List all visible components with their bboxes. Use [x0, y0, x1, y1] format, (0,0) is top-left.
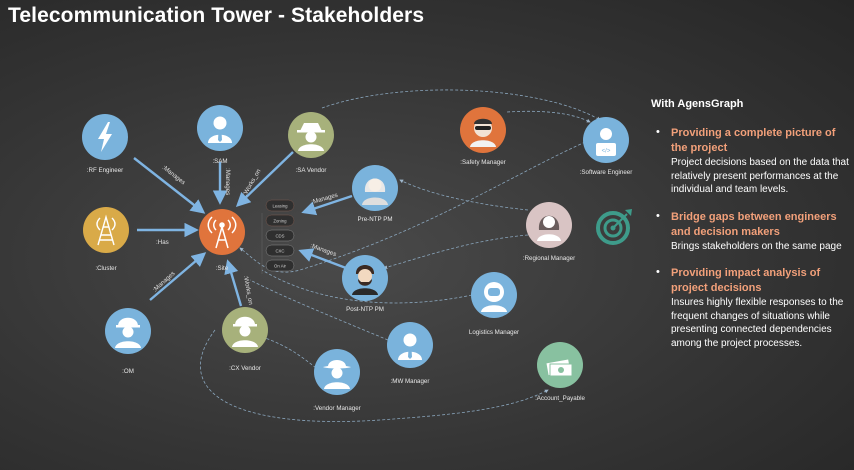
- benefit-title: Providing impact analysis of project dec…: [671, 267, 821, 294]
- svg-text:CDS: CDS: [275, 234, 284, 239]
- antenna-icon: [207, 216, 237, 249]
- svg-text:Leasing: Leasing: [272, 204, 288, 209]
- curve-regional-postntp: [383, 234, 529, 270]
- bullet: •: [656, 209, 660, 222]
- benefit-body: Brings stakeholders on the same page: [671, 240, 842, 252]
- relationship-curves: [199, 89, 601, 422]
- worker-icon: [115, 317, 141, 348]
- relationship-arrows: [133, 151, 353, 307]
- svg-text:CXC: CXC: [275, 249, 284, 254]
- spy-icon: [297, 123, 325, 151]
- status-cds: CDS: [265, 229, 295, 242]
- astronaut-icon: [481, 282, 507, 312]
- benefit-item: • Providing a complete picture of the pr…: [651, 126, 851, 197]
- node-account-payable[interactable]: :Account_Payable: [535, 342, 585, 402]
- svg-text:</>: </>: [602, 149, 611, 155]
- status-on-air: On Air: [265, 259, 295, 272]
- svg-text::Site: :Site: [216, 265, 229, 272]
- node-pre-ntp-pm[interactable]: Pre-NTP PM: [352, 165, 398, 223]
- edge-label-cxvendor: :Works_on: [242, 275, 254, 306]
- svg-text::Vendor Manager: :Vendor Manager: [313, 405, 360, 412]
- worker-icon: [232, 316, 258, 347]
- arrow-cxvendor-site: [224, 259, 243, 307]
- node-mw-manager[interactable]: :MW Manager: [387, 322, 433, 385]
- node-rf-engineer[interactable]: :RF Engineer: [82, 114, 128, 174]
- arrow-prentp-site: [301, 194, 353, 216]
- svg-text:Logistics Manager: Logistics Manager: [469, 329, 519, 336]
- bearded-man-icon: [352, 265, 378, 295]
- svg-text::Software Engineer: :Software Engineer: [580, 169, 633, 176]
- benefit-title: Providing a complete picture of the proj…: [671, 127, 836, 154]
- benefit-title: Bridge gaps between engineers and decisi…: [671, 210, 837, 238]
- svg-text::OM: :OM: [122, 368, 134, 375]
- edge-label-sam: :Manages: [224, 168, 231, 195]
- svg-text::RF Engineer: :RF Engineer: [87, 167, 123, 174]
- svg-text::Regional Manager: :Regional Manager: [523, 255, 575, 262]
- svg-text::SA Vendor: :SA Vendor: [296, 167, 327, 174]
- benefit-item: • Providing impact analysis of project d…: [651, 266, 851, 350]
- bullet: •: [656, 126, 660, 138]
- target-icon: [596, 209, 632, 245]
- arrow-postntp-site: [298, 248, 347, 270]
- svg-text::Account_Payable: :Account_Payable: [535, 395, 585, 402]
- arrow-om-site: [149, 252, 207, 301]
- page-title: Telecommunication Tower - Stakeholders: [8, 4, 425, 27]
- curve-software-site: [239, 139, 591, 273]
- node-software-engineer[interactable]: </> :Software Engineer: [580, 117, 633, 176]
- curve-regional-prentp: [399, 179, 529, 211]
- manager-icon: [208, 116, 232, 143]
- curve-mw-site: [249, 279, 389, 341]
- curve-logistics-site: [261, 269, 473, 304]
- manager-icon: [398, 333, 422, 360]
- node-cx-vendor[interactable]: :CX Vendor: [222, 307, 268, 372]
- node-om[interactable]: :OM: [105, 308, 151, 375]
- curve-cxvendor-account: [199, 329, 549, 422]
- benefit-body: Project decisions based on the data that…: [671, 157, 849, 195]
- svg-text:Zoning: Zoning: [273, 219, 287, 224]
- svg-text::Safety Manager: :Safety Manager: [460, 159, 505, 166]
- svg-text::CX Vendor: :CX Vendor: [229, 365, 261, 372]
- arrow-rf-site: [133, 157, 206, 214]
- money-icon: [546, 359, 573, 377]
- svg-text:Post-NTP PM: Post-NTP PM: [346, 306, 384, 313]
- svg-text::MW Manager: :MW Manager: [391, 378, 430, 385]
- edge-label-prentp: :Manages: [311, 192, 339, 206]
- cowboy-icon: [323, 360, 351, 389]
- benefit-body: Insures highly flexible responses to the…: [671, 297, 844, 349]
- status-leasing: Leasing: [265, 199, 295, 212]
- node-logistics-manager[interactable]: Logistics Manager: [469, 272, 519, 336]
- masked-person-icon: [470, 118, 496, 147]
- node-cluster[interactable]: :Cluster: [83, 207, 129, 272]
- node-sa-vendor[interactable]: :SA Vendor: [288, 112, 334, 174]
- svg-text:Pre-NTP PM: Pre-NTP PM: [358, 216, 393, 223]
- benefit-item: • Bridge gaps between engineers and deci…: [651, 210, 851, 254]
- node-vendor-manager[interactable]: :Vendor Manager: [313, 349, 361, 412]
- edge-labels: :Manages :Manages :Works_on :Has :Manage…: [152, 164, 339, 306]
- svg-text::SAM: :SAM: [212, 158, 227, 165]
- svg-text:On Air: On Air: [274, 264, 287, 269]
- lightning-icon: [98, 122, 112, 152]
- stakeholder-graph: :Manages :Manages :Works_on :Has :Manage…: [82, 89, 633, 422]
- tower-icon: [96, 214, 116, 246]
- node-safety-manager[interactable]: :Safety Manager: [460, 107, 506, 166]
- node-sam[interactable]: :SAM: [197, 105, 243, 165]
- svg-text::Cluster: :Cluster: [95, 265, 116, 272]
- woman-icon: [537, 215, 561, 241]
- developer-icon: </>: [596, 128, 616, 156]
- node-site[interactable]: :Site: [199, 209, 245, 272]
- curve-savendor-software: [321, 89, 601, 121]
- bullet: •: [656, 266, 660, 278]
- site-status-stack: Leasing Zoning CDS CXC On Air: [261, 199, 295, 274]
- panel-heading: With AgensGraph: [651, 98, 744, 110]
- woman-icon: [362, 178, 388, 205]
- status-zoning: Zoning: [265, 214, 295, 227]
- arrow-savendor-site: [235, 151, 294, 207]
- curve-vendor-cxvendor: [264, 337, 317, 369]
- node-regional-manager[interactable]: :Regional Manager: [523, 202, 575, 262]
- benefits-panel: With AgensGraph • Providing a complete p…: [651, 98, 851, 363]
- node-post-ntp-pm[interactable]: Post-NTP PM: [342, 255, 388, 313]
- curve-safety-software: [506, 110, 591, 123]
- status-cxc: CXC: [265, 244, 295, 257]
- edge-label-cluster: :Has: [156, 239, 169, 246]
